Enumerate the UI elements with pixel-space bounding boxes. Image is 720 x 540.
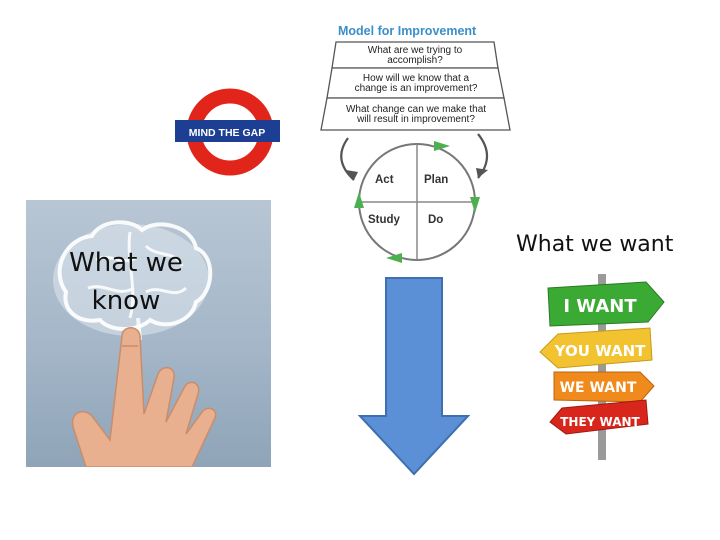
question-1-line2: accomplish?: [387, 55, 443, 66]
down-arrow: [357, 276, 471, 476]
left-curve-arrow: [340, 137, 355, 181]
brain-folds: [87, 231, 188, 319]
brain-hand-illustration: [53, 220, 217, 467]
mfi-title: Model for Improvement: [338, 24, 477, 38]
sign-they-want: [549, 399, 649, 435]
sign-we-want: [553, 371, 655, 403]
question-box-3: [320, 97, 511, 131]
roundel-label: MIND THE GAP: [189, 127, 265, 139]
question-1-line1: What are we trying to: [367, 45, 463, 56]
model-for-improvement: Model for Improvement What are we trying…: [318, 20, 514, 270]
question-3-line1: What change can we make that: [345, 104, 487, 115]
sign-i-want: [547, 281, 665, 327]
cycle-arrow-bottom: [386, 253, 402, 263]
sign-you-want: [539, 327, 653, 369]
brain-hand-image: What we know: [26, 200, 271, 467]
question-2-line1: How will we know that a: [362, 73, 470, 84]
sign-you-want-label: YOU WANT: [554, 342, 647, 360]
pdsa-study-label: Study: [368, 214, 400, 226]
question-2: How will we know that a change is an imp…: [336, 74, 496, 94]
pdsa-act-label: Act: [375, 174, 394, 186]
cycle-arrow-right: [470, 197, 480, 213]
sign-we-want-label: WE WANT: [560, 380, 637, 396]
left-curve-arrowhead: [346, 170, 358, 180]
right-curve-arrowhead: [476, 168, 488, 178]
mind-the-gap-roundel: MIND THE GAP: [170, 88, 280, 176]
pdsa-plan-label: Plan: [424, 174, 449, 186]
question-2-line2: change is an improvement?: [354, 83, 478, 94]
signpost-pole: [598, 274, 606, 460]
hand-shape: [71, 327, 217, 467]
brain-outline: [57, 220, 213, 331]
sign-i-want-label: I WANT: [563, 296, 637, 317]
know-line1: What we: [69, 248, 183, 278]
know-line2: know: [91, 286, 161, 316]
down-arrow-shape: [357, 277, 471, 476]
question-3: What change can we make that will result…: [328, 105, 504, 125]
what-we-know-text: What we know: [26, 244, 226, 320]
mfi-graphic: [320, 41, 511, 263]
cycle-arrow-left: [354, 192, 364, 208]
what-we-want-text: What we want: [516, 232, 674, 257]
cycle-arrow-top: [434, 141, 450, 151]
sign-they-want-label: THEY WANT: [560, 415, 640, 429]
question-1: What are we trying to accomplish?: [344, 46, 486, 66]
signpost-illustration: I WANT YOU WANT WE WANT THEY WANT: [539, 274, 665, 460]
question-3-line2: will result in improvement?: [357, 114, 475, 125]
down-arrow-icon: [357, 277, 471, 476]
signpost-image: I WANT YOU WANT WE WANT THEY WANT: [528, 268, 676, 462]
pdsa-do-label: Do: [428, 214, 444, 226]
roundel-icon: MIND THE GAP: [175, 88, 280, 176]
